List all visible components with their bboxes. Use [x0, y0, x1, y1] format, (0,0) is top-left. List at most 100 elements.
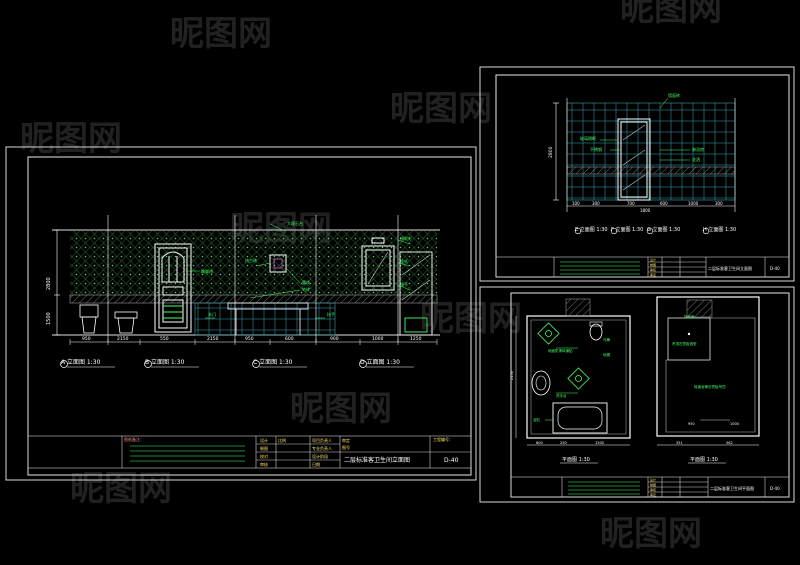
- title-block-cell: 审定: [650, 492, 656, 497]
- view-label-group: A 立面图 1:30 B 立面图 1:30 C 立面图 1:30 D 立面图 1…: [60, 358, 414, 368]
- view-label: A 立面图 1:30: [61, 358, 101, 366]
- title-block-cell: 项目负责人: [312, 437, 332, 443]
- watermark-text: 昵图网: [170, 14, 272, 54]
- title-block-cell: 制图: [650, 482, 656, 487]
- view-label: 平面图 1:30: [562, 457, 590, 463]
- dimension-text: 950: [688, 422, 695, 426]
- dimension-text: 600: [660, 201, 668, 206]
- dimension-text: 1250: [410, 336, 422, 342]
- drawing-title: 二层标准客卫生间立面图: [344, 456, 410, 464]
- sheet-border: [479, 66, 795, 282]
- dimension-text: 2800: [46, 277, 52, 290]
- view-label: 平面图 1:30: [690, 457, 718, 463]
- title-block-cell: 设计: [650, 477, 656, 482]
- title-block-cell: 日期: [312, 461, 320, 467]
- title-block-cell: 审核: [650, 487, 656, 492]
- annotation-text: 仿古砖: [245, 257, 257, 263]
- watermark-text: 昵图网: [70, 469, 172, 509]
- tile-wall: [566, 102, 736, 201]
- watermark-text: 昵图网: [390, 89, 492, 129]
- sheet-border: [479, 286, 795, 503]
- title-block: [495, 256, 790, 278]
- title-block-cell: 设计: [260, 437, 268, 443]
- view-label: B 立面图 1:30: [145, 358, 185, 366]
- view-label: C 立面图 1:30: [253, 358, 293, 366]
- annotation-text: 墙面砖: [668, 92, 680, 98]
- title-block-cell: 审核: [260, 461, 268, 467]
- view-label: G 立面图 1:30: [647, 226, 680, 233]
- view-label-group: 平面图 1:30 平面图 1:30: [560, 457, 726, 464]
- title-block-cell: 设计: [650, 257, 656, 262]
- annotation-text: 镜前灯: [400, 235, 412, 241]
- view-label: D 立面图 1:30: [360, 358, 400, 366]
- dimension-strip: [69, 339, 438, 345]
- watermark-text: 昵图网: [620, 0, 722, 29]
- mirror-icon: [361, 237, 395, 291]
- drawing-number: D-40: [770, 486, 780, 491]
- tile-band: [566, 166, 736, 175]
- toilet-icon: [589, 321, 603, 341]
- title-block: [510, 476, 790, 498]
- dimension-text: 1000: [730, 422, 739, 426]
- picture-frame-icon: [269, 254, 287, 273]
- annotation-text: 镜子: [400, 281, 408, 287]
- dimension-text: 2150: [117, 336, 129, 342]
- sheet-elevation: 2800 1500 950 2150 550 2150 950 600 900 …: [5, 146, 477, 481]
- title-block-cell: 图号: [342, 444, 350, 450]
- title-block-cell: 审核: [650, 267, 656, 272]
- title-block-cell: 制图: [260, 445, 268, 451]
- dimension-text: 1500: [595, 441, 604, 445]
- view-label: H 立面图 1:30: [703, 226, 736, 233]
- annotation-text: 淋浴房: [692, 146, 704, 152]
- dimension-text: 600: [536, 441, 543, 445]
- sheet-frame: [27, 156, 472, 476]
- waist-band: [69, 294, 438, 304]
- annotation-text: 大理石台: [287, 220, 303, 226]
- dimension-column: [54, 229, 60, 336]
- dimension-text: 351: [676, 441, 683, 445]
- sheet-border: [5, 146, 477, 481]
- drawing-title: 二层标准客卫生间平面图: [710, 485, 754, 491]
- title-block-cell: 设计阶段: [312, 453, 328, 459]
- vanity-counter-icon: [227, 302, 309, 335]
- title-block-cell: 制图: [650, 262, 656, 267]
- floor-medallion-icon: [537, 322, 590, 390]
- annotation-text: 排气扇: [684, 314, 695, 319]
- dimension-text: 1800: [640, 208, 651, 213]
- title-block-cell: 审定: [650, 272, 656, 277]
- dimension-text: 1000: [372, 336, 384, 342]
- watermark-text: 昵图网: [290, 389, 392, 429]
- sheet-bottom-right: 地面防滑砖铺贴 浴缸 洗手台 马桶 地漏 2150 600 250 1500 吊…: [479, 286, 795, 503]
- title-block-cell: 比例: [278, 437, 286, 443]
- annotation-text: 马桶: [603, 337, 611, 342]
- door-icon: [154, 243, 192, 333]
- annotation-text: 地面防滑砖铺贴: [548, 348, 573, 353]
- sheet-frame: [510, 292, 790, 498]
- dimension-text: 1000: [688, 201, 699, 206]
- dimension-text: 2150: [207, 336, 219, 342]
- annotation-text: 花洒: [692, 156, 700, 162]
- dimension-text: 550: [160, 336, 169, 342]
- drawing-title: 二层标准客卫生间立面图: [708, 265, 752, 271]
- title-block-cell: 校对: [260, 453, 268, 459]
- floor-plan-left: [515, 298, 631, 446]
- annotation-text: 不锈钢: [590, 146, 602, 152]
- dimension-text: 600: [285, 336, 294, 342]
- title-block: [27, 435, 472, 469]
- view-label: E 立面图 1:30: [575, 226, 608, 233]
- bidet-icon: [114, 311, 138, 334]
- view-label: F 立面图 1:30: [611, 226, 643, 233]
- title-block-cell: 专业负责人: [312, 445, 332, 451]
- title-block-label: 工程编号：: [433, 436, 453, 442]
- title-block-cell: 审定: [342, 437, 350, 443]
- dimension-text: 2150: [510, 371, 514, 380]
- title-block-label: 图纸备注：: [124, 436, 144, 442]
- sheet-top-right: 2800 100 300 700 600 1000 300 1800 墙面砖 玻…: [479, 66, 795, 282]
- dimension-text: 950: [82, 336, 91, 342]
- annotation-text: 洗手台: [556, 393, 567, 398]
- glass-door-icon: [617, 118, 651, 201]
- dimension-text: 250: [560, 441, 567, 445]
- dimension-text: 900: [330, 336, 339, 342]
- annotation-text: 玻璃隔断: [580, 135, 596, 141]
- annotation-text: 木门: [208, 311, 216, 317]
